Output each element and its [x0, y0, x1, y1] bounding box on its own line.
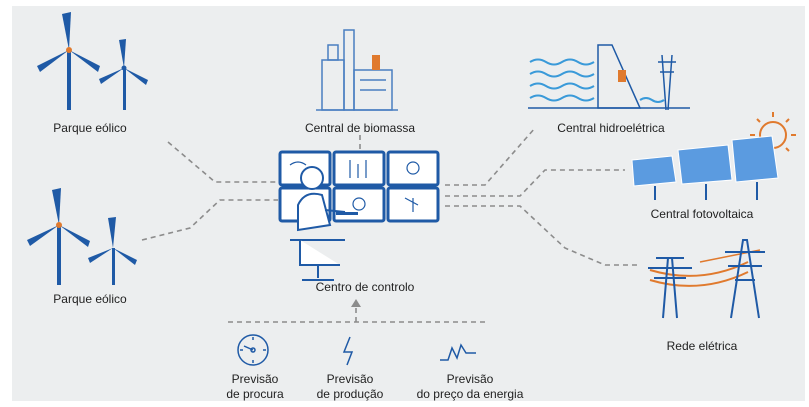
label-forecast-production: Previsão de produção [317, 372, 384, 402]
forecast-demand-line2: de procura [226, 387, 284, 401]
price-wave-icon [440, 343, 476, 361]
label-control-center: Centro de controlo [315, 280, 415, 294]
wind-turbine-icon [27, 188, 137, 285]
connector-hydro [445, 127, 536, 186]
connector-wind-top [167, 141, 278, 183]
connector-solar [445, 169, 625, 197]
biomass-plant-icon [316, 29, 398, 111]
control-center-icon [278, 150, 440, 281]
wind-turbine-icon [37, 12, 148, 110]
hydro-plant-icon [528, 44, 690, 111]
forecast-price-line1: Previsão [446, 372, 494, 386]
power-grid-icon [648, 239, 765, 319]
label-hydro: Central hidroelétrica [557, 121, 665, 135]
forecast-demand-line1: Previsão [231, 372, 279, 386]
clock-gauge-icon [237, 334, 269, 366]
lightning-icon [342, 336, 354, 366]
connector-wind-bottom [141, 199, 278, 241]
connector-grid [445, 205, 640, 266]
label-biomass: Central de biomassa [304, 121, 416, 135]
label-grid: Rede elétrica [666, 339, 738, 353]
solar-panels-icon [631, 112, 796, 200]
label-solar: Central fotovoltaica [650, 207, 754, 221]
forecast-production-line1: Previsão [326, 372, 374, 386]
forecast-production-line2: de produção [316, 387, 384, 401]
label-wind-top: Parque eólico [53, 121, 127, 135]
connectors [141, 127, 640, 323]
label-forecast-demand: Previsão de procura [226, 372, 283, 402]
forecast-price-line2: do preço da energia [416, 387, 524, 401]
label-wind-bottom: Parque eólico [53, 292, 127, 306]
forecast-arrow-head [351, 299, 361, 307]
label-forecast-price: Previsão do preço da energia [417, 372, 524, 402]
